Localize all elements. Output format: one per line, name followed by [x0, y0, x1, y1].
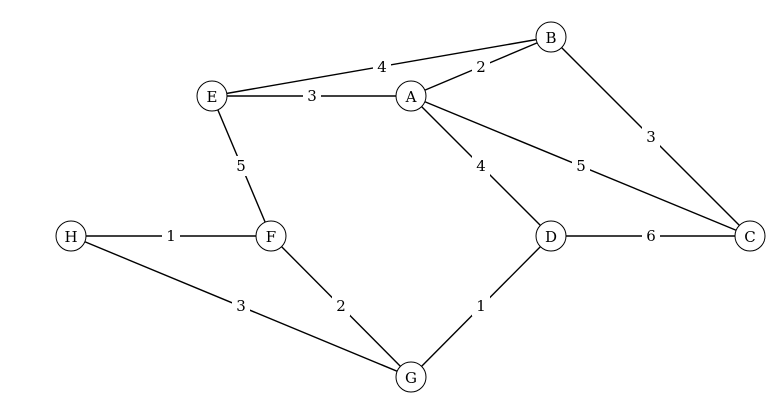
edge-weight-e-a: 3: [303, 86, 321, 106]
svg-text:3: 3: [307, 87, 317, 105]
svg-text:6: 6: [646, 227, 656, 245]
svg-text:4: 4: [377, 58, 387, 76]
svg-text:5: 5: [576, 157, 586, 175]
svg-text:1: 1: [166, 227, 176, 245]
edge-weight-d-c: 6: [642, 226, 660, 246]
svg-text:C: C: [744, 228, 755, 246]
edge-weight-b-c: 3: [642, 127, 660, 147]
edge-weight-e-f: 5: [232, 156, 250, 176]
edge-weight-h-f: 1: [162, 226, 180, 246]
node-e: E: [196, 80, 228, 112]
edge-weight-f-g: 2: [332, 296, 350, 316]
edge-weight-a-c: 5: [572, 156, 590, 176]
svg-text:1: 1: [476, 297, 486, 315]
svg-text:F: F: [266, 228, 276, 246]
svg-text:3: 3: [236, 297, 246, 315]
svg-text:D: D: [545, 228, 557, 246]
node-g: G: [395, 361, 427, 393]
svg-text:5: 5: [236, 157, 246, 175]
svg-text:2: 2: [336, 297, 346, 315]
node-h: H: [55, 220, 87, 252]
edge-weight-e-b: 4: [373, 57, 391, 77]
svg-text:4: 4: [476, 157, 486, 175]
node-c: C: [734, 220, 766, 252]
node-d: D: [535, 220, 567, 252]
node-b: B: [535, 21, 567, 53]
edge-weight-labels: 4 2 3 3 5 4 5 1 6 3 2 1: [162, 57, 660, 316]
edge-weight-a-b: 2: [472, 57, 490, 77]
node-a: A: [395, 80, 427, 112]
svg-text:H: H: [64, 228, 77, 246]
svg-text:E: E: [207, 88, 218, 106]
edge-weight-h-g: 3: [232, 296, 250, 316]
edge-weight-a-d: 4: [472, 156, 490, 176]
svg-text:2: 2: [476, 58, 486, 76]
svg-text:A: A: [405, 88, 417, 106]
svg-text:G: G: [405, 369, 417, 387]
svg-text:B: B: [545, 29, 556, 47]
edge-weight-d-g: 1: [472, 296, 490, 316]
svg-text:3: 3: [646, 128, 656, 146]
node-f: F: [255, 220, 287, 252]
nodes-layer: A B C D E F G H: [55, 21, 766, 393]
